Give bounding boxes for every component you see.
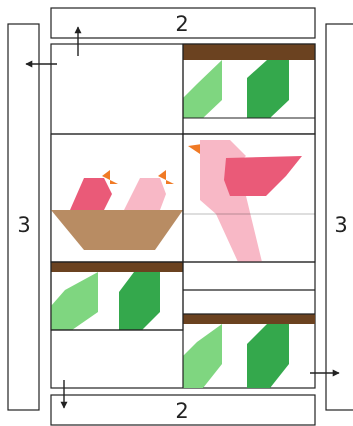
right-border-strip: 3	[326, 24, 353, 410]
bottom-border-strip: 2	[51, 395, 315, 425]
right-border-label: 3	[334, 213, 347, 237]
left-border-strip: 3	[8, 24, 39, 410]
bottom-border-label: 2	[175, 399, 188, 423]
top-border-strip: 2	[51, 8, 315, 38]
left-border-label: 3	[17, 213, 30, 237]
top-border-label: 2	[175, 12, 188, 36]
nest-block	[51, 134, 183, 262]
big-bird-block	[183, 134, 315, 262]
